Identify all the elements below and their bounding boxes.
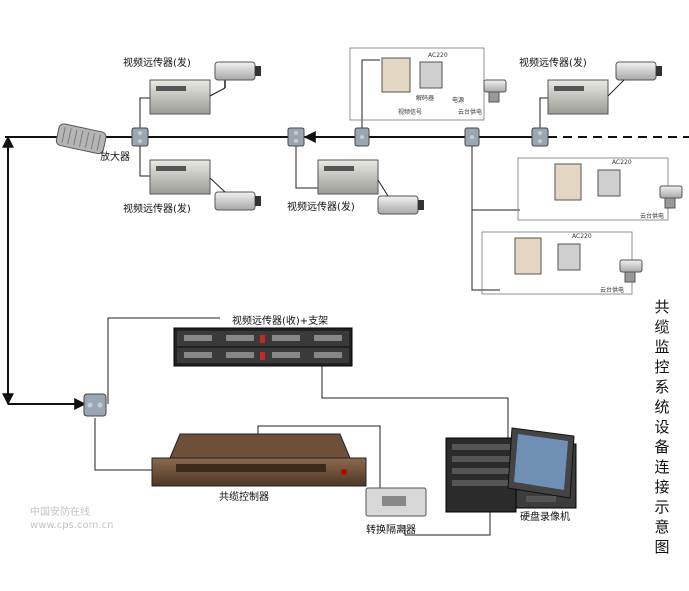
splitter-icon	[287, 127, 305, 147]
isolator-device	[365, 487, 427, 517]
title-char: 统	[654, 398, 669, 416]
title-char: 图	[654, 538, 669, 556]
ac220-label: AC220	[428, 52, 448, 59]
camera-icon	[377, 195, 424, 215]
tx-mid-label: 视频远传器(发)	[287, 200, 355, 213]
title-char: 连	[654, 458, 669, 476]
watermark: 中国安防在线 www.cps.com.cn	[30, 505, 113, 531]
title-char: 共	[654, 298, 669, 316]
trunk-cable	[2, 131, 689, 410]
cable-controller	[151, 433, 367, 487]
title-char: 备	[654, 438, 669, 456]
tx-left-label: 视频远传器(发)	[123, 202, 191, 215]
video-transmitter-top-left	[149, 79, 211, 115]
watermark-url: www.cps.com.cn	[30, 520, 113, 531]
title-char: 系	[654, 378, 669, 396]
power-label: 电源	[452, 96, 464, 104]
title-char: 示	[654, 498, 669, 516]
ptz-site-right-2: AC220 云台供电	[481, 231, 643, 295]
coupler-icon	[354, 127, 370, 147]
ptz-camera-icon	[619, 259, 643, 283]
isolator-label: 转换隔离器	[366, 523, 416, 536]
ptz-camera-icon	[659, 185, 683, 209]
dvr-label: 硬盘录像机	[520, 510, 570, 523]
title-char: 监	[654, 338, 669, 356]
video-signal-label: 视频信号	[398, 108, 422, 116]
video-transmitter-right	[547, 79, 609, 115]
amplifier	[55, 123, 107, 155]
title-char: 接	[654, 478, 669, 496]
camera-power-label: 云台供电	[600, 286, 624, 294]
monitor-icon	[507, 427, 575, 502]
amplifier-label: 放大器	[100, 150, 130, 163]
tx-top-label: 视频远传器(发)	[123, 56, 191, 69]
camera-power-label: 云台供电	[458, 108, 482, 116]
rx-rack-label: 视频远传器(收)+支架	[232, 314, 328, 327]
camera-icon	[214, 61, 261, 88]
video-transmitter-mid	[317, 159, 379, 195]
ac220-label: AC220	[612, 159, 632, 166]
coupler-icon	[464, 127, 480, 147]
splitter-icon	[83, 393, 107, 417]
diagram-title: 共 缆 监 控 系 统 设 备 连 接 示 意 图	[654, 298, 669, 556]
decoder-label: 解码器	[416, 94, 434, 102]
splitter-icon	[531, 127, 549, 147]
title-char: 缆	[654, 318, 669, 336]
watermark-text: 中国安防在线	[30, 505, 90, 518]
ptz-camera-icon	[483, 79, 507, 103]
camera-power-label: 云台供电	[640, 212, 664, 220]
tx-right-label: 视频远传器(发)	[519, 56, 587, 69]
ac220-label: AC220	[572, 233, 592, 240]
splitter-icon	[131, 127, 149, 147]
controller-label: 共缆控制器	[219, 490, 269, 503]
camera-icon	[615, 61, 662, 81]
title-char: 控	[654, 358, 669, 376]
title-char: 意	[654, 518, 669, 536]
ptz-site-right-1: AC220 云台供电	[517, 157, 683, 221]
ptz-site-top: AC220 解码器 电源 云台供电 视频信号	[349, 47, 507, 121]
title-char: 设	[654, 418, 669, 436]
video-transmitter-bottom-left	[149, 159, 211, 195]
video-receiver-rack	[173, 327, 353, 367]
camera-icon	[214, 191, 261, 211]
